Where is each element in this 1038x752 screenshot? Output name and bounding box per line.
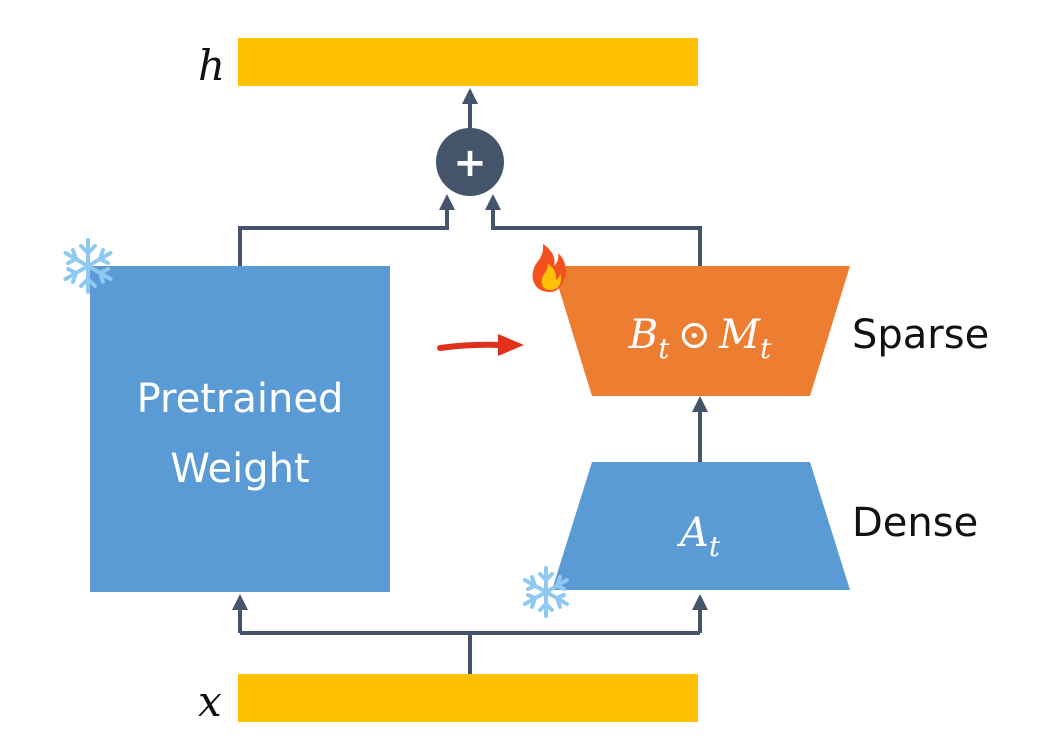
- plus-circle-icon: +: [436, 128, 504, 196]
- connectors: [238, 100, 702, 674]
- pretrained-weight-block: Pretrained Weight: [90, 266, 390, 592]
- sparse-formula: Bt⊙Mt: [628, 312, 772, 365]
- input-label: x: [198, 677, 222, 726]
- pretrained-label-line2: Weight: [170, 446, 309, 492]
- odot-operator: ⊙: [677, 312, 711, 358]
- sparse-B: B: [628, 312, 658, 358]
- dense-block: At: [552, 462, 850, 590]
- snowflake-icon: [523, 566, 569, 618]
- arrowhead-up: [232, 594, 248, 610]
- red-arrow: [437, 334, 524, 356]
- input-bar: [238, 674, 698, 722]
- fire-icon: [532, 244, 566, 292]
- sparse-side-label: Sparse: [852, 312, 989, 358]
- pretrained-label-line1: Pretrained: [137, 376, 344, 422]
- arrowhead-up: [462, 88, 478, 104]
- sparse-M: M: [718, 312, 761, 358]
- arrowhead-up: [692, 594, 708, 610]
- dense-A-sub: t: [709, 530, 721, 563]
- plus-sign: +: [453, 140, 487, 186]
- arrowhead-up: [485, 194, 501, 210]
- dense-side-label: Dense: [852, 500, 978, 546]
- sparse-block: Bt⊙Mt: [552, 266, 850, 396]
- dense-formula: At: [676, 510, 721, 563]
- arrowhead-up: [439, 194, 455, 210]
- output-bar: [238, 38, 698, 86]
- sparse-B-sub: t: [658, 332, 670, 365]
- dense-A: A: [676, 510, 709, 556]
- arrowhead-up: [692, 396, 708, 412]
- snowflake-icon: [63, 238, 113, 294]
- sparse-M-sub: t: [760, 332, 772, 365]
- output-label: h: [198, 41, 225, 90]
- arrowheads: [232, 88, 708, 610]
